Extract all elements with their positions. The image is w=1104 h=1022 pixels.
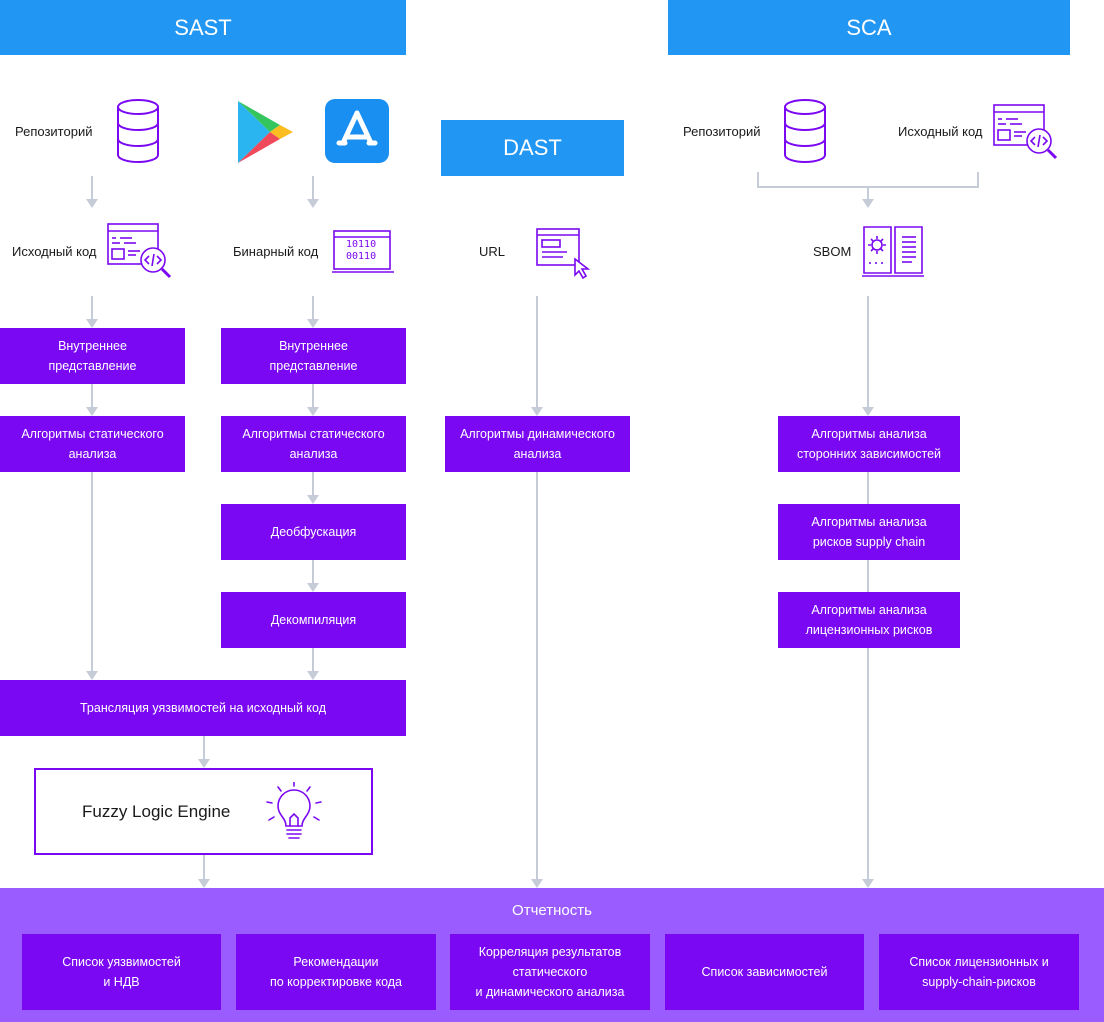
sca-repo-label: Репозиторий	[683, 124, 761, 139]
binary-digits-line: 10110	[346, 239, 377, 250]
fuzzy-logic-engine-box: Fuzzy Logic Engine	[34, 768, 373, 855]
sbom-document-icon	[862, 223, 924, 279]
sca-header: SCA	[668, 0, 1070, 55]
source-code-icon	[106, 222, 174, 280]
sca-license-risk-box: Алгоритмы анализа лицензионных рисков	[778, 592, 960, 648]
report-item-vulnerabilities: Список уязвимостей и НДВ	[22, 934, 221, 1010]
sca-supply-chain-box: Алгоритмы анализа рисков supply chain	[778, 504, 960, 560]
google-play-icon	[236, 99, 294, 165]
report-panel: Отчетность Список уязвимостей и НДВ Реко…	[0, 888, 1104, 1022]
binary-digits-line: 00110	[346, 251, 377, 262]
deobfuscation-box: Деобфускация	[221, 504, 406, 560]
sast-source-label: Исходный код	[12, 244, 97, 259]
dast-url-label: URL	[479, 244, 506, 259]
sast-right-internal-repr-box: Внутреннее представление	[221, 328, 406, 384]
dast-dynamic-analysis-box: Алгоритмы динамического анализа	[445, 416, 630, 472]
sast-left-static-analysis-box: Алгоритмы статического анализа	[0, 416, 185, 472]
sca-dependencies-box: Алгоритмы анализа сторонних зависимостей	[778, 416, 960, 472]
sast-repo-label: Репозиторий	[15, 124, 93, 139]
sast-binary-label: Бинарный код	[233, 244, 319, 259]
report-item-dependencies: Список зависимостей	[665, 934, 864, 1010]
report-item-correlation: Корреляция результатов статического и ди…	[450, 934, 650, 1010]
sast-right-static-analysis-box: Алгоритмы статического анализа	[221, 416, 406, 472]
sca-sbom-label: SBOM	[813, 244, 852, 259]
source-code-icon	[992, 103, 1060, 161]
browser-cursor-icon	[535, 227, 595, 279]
database-icon	[116, 98, 160, 164]
report-item-license-risks: Список лицензионных и supply-chain-риско…	[879, 934, 1079, 1010]
sast-left-internal-repr-box: Внутреннее представление	[0, 328, 185, 384]
database-icon	[783, 98, 827, 164]
report-title: Отчетность	[512, 902, 592, 919]
binary-code-icon: 10110 00110	[332, 229, 394, 275]
sast-header: SAST	[0, 0, 406, 55]
lightbulb-icon	[264, 782, 324, 844]
fuzzy-logic-engine-label: Fuzzy Logic Engine	[82, 802, 231, 821]
vulnerability-translation-box: Трансляция уязвимостей на исходный код	[0, 680, 406, 736]
sca-source-label: Исходный код	[898, 124, 983, 139]
app-store-icon	[325, 99, 389, 163]
decompilation-box: Декомпиляция	[221, 592, 406, 648]
report-item-recommendations: Рекомендации по корректировке кода	[236, 934, 436, 1010]
dast-header: DAST	[441, 120, 624, 176]
